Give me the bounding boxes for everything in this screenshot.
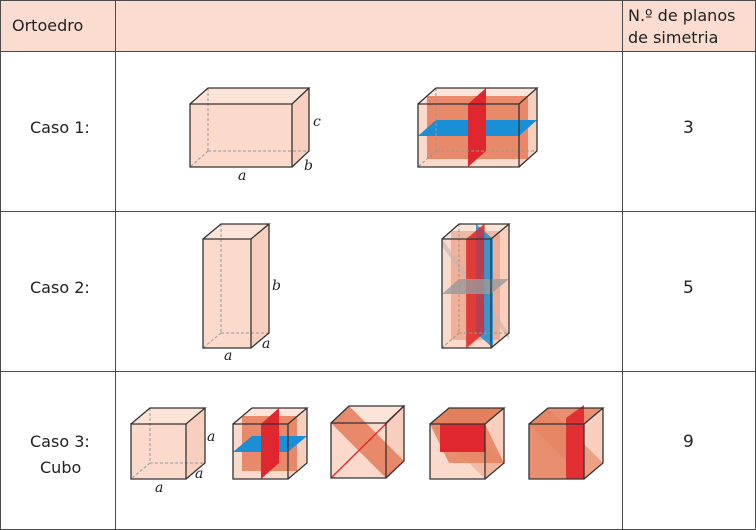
case2-dim-b: b <box>272 278 281 294</box>
case3-dim-a2: a <box>195 466 203 482</box>
row3-label-line2: Cubo <box>40 458 82 477</box>
header-cell-figure <box>115 0 623 52</box>
header-ortoedro: Ortoedro <box>12 16 84 35</box>
case1-dim-b: b <box>304 158 313 174</box>
row1-count: 3 <box>683 118 694 138</box>
row2-label: Caso 2: <box>30 278 90 297</box>
prism-case2 <box>202 223 271 349</box>
case2-dim-a1: a <box>224 348 232 364</box>
header-planes-line1: N.º de planos <box>628 6 736 25</box>
cuboid-case1 <box>189 87 311 168</box>
row2-count: 5 <box>683 278 694 298</box>
row3-label-line1: Caso 3: <box>30 432 90 451</box>
row3-count: 9 <box>683 432 694 452</box>
case3-dim-a3: a <box>207 429 215 445</box>
cube-case3-diagonal-plane-3 <box>528 405 605 480</box>
header-planes-line2: de simetria <box>628 28 719 47</box>
cube-case3-axis-planes <box>232 407 309 480</box>
cuboid-case1-planes <box>417 87 539 168</box>
case3-dim-a1: a <box>155 480 163 496</box>
prism-case2-planes <box>441 223 511 349</box>
row1-label: Caso 1: <box>30 118 90 137</box>
cube-case3 <box>130 407 207 480</box>
case1-dim-a: a <box>238 168 246 184</box>
cube-case3-diagonal-plane-2 <box>429 407 506 480</box>
case1-dim-c: c <box>313 114 321 130</box>
case2-dim-a2: a <box>262 336 270 352</box>
cube-case3-diagonal-plane-1 <box>330 405 406 479</box>
header-cell-ortoedro <box>0 0 116 52</box>
